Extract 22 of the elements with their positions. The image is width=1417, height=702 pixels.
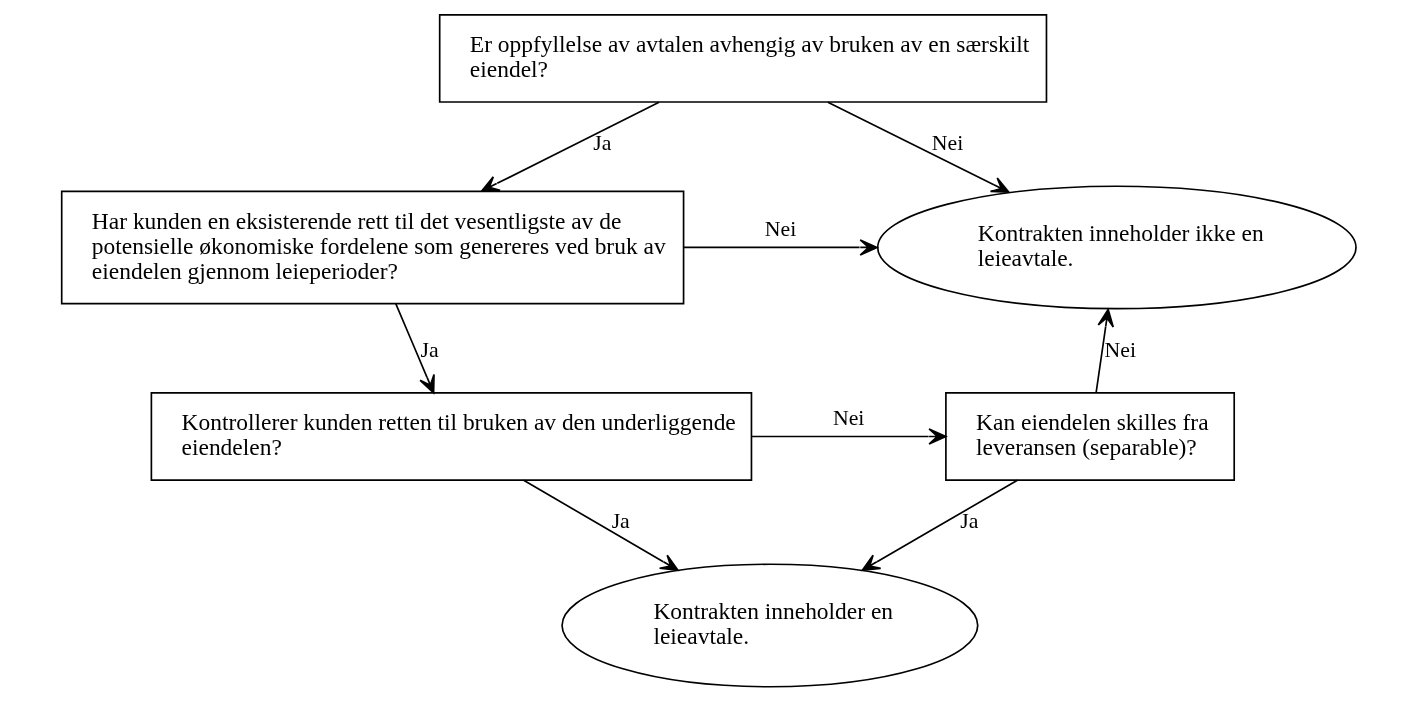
node-ellipse: Kontrakten inneholder ikke en leieavtale. bbox=[876, 185, 1357, 310]
node-box: Kan eiendelen skilles fra leveransen (separable)? bbox=[944, 392, 1235, 481]
edge-label: Nei bbox=[832, 406, 864, 431]
arrow bbox=[394, 303, 435, 394]
edge-label: Ja bbox=[420, 337, 439, 362]
arrow bbox=[1094, 308, 1114, 394]
node-box: Har kunden en eksisterende rett til det vesentligste av de potensielle økonomiske fordelene som genereres ved bruk av eiendelen gjennom leieperioder? bbox=[60, 190, 684, 305]
arrow bbox=[480, 101, 660, 192]
edge-label: Ja bbox=[959, 508, 978, 533]
edge-label: Nei bbox=[764, 217, 796, 242]
edge-label: Ja bbox=[592, 130, 611, 155]
node-box: Kontrollerer kunden retten til bruken av den underliggende eiendelen? bbox=[150, 392, 752, 481]
arrow bbox=[750, 428, 947, 445]
edge-label: Ja bbox=[611, 508, 630, 533]
arrow bbox=[682, 239, 878, 256]
arrow bbox=[861, 479, 1018, 572]
node-ellipse: Kontrakten inneholder en leieavtale. bbox=[560, 563, 979, 688]
arrow bbox=[522, 479, 679, 572]
edge-label: Nei bbox=[1103, 337, 1136, 362]
edge-label: Nei bbox=[931, 130, 963, 155]
arrow bbox=[826, 101, 1010, 193]
node-box: Er oppfyllelse av avtalen avhengig av bruken av en særskilt eiendel? bbox=[438, 14, 1047, 103]
